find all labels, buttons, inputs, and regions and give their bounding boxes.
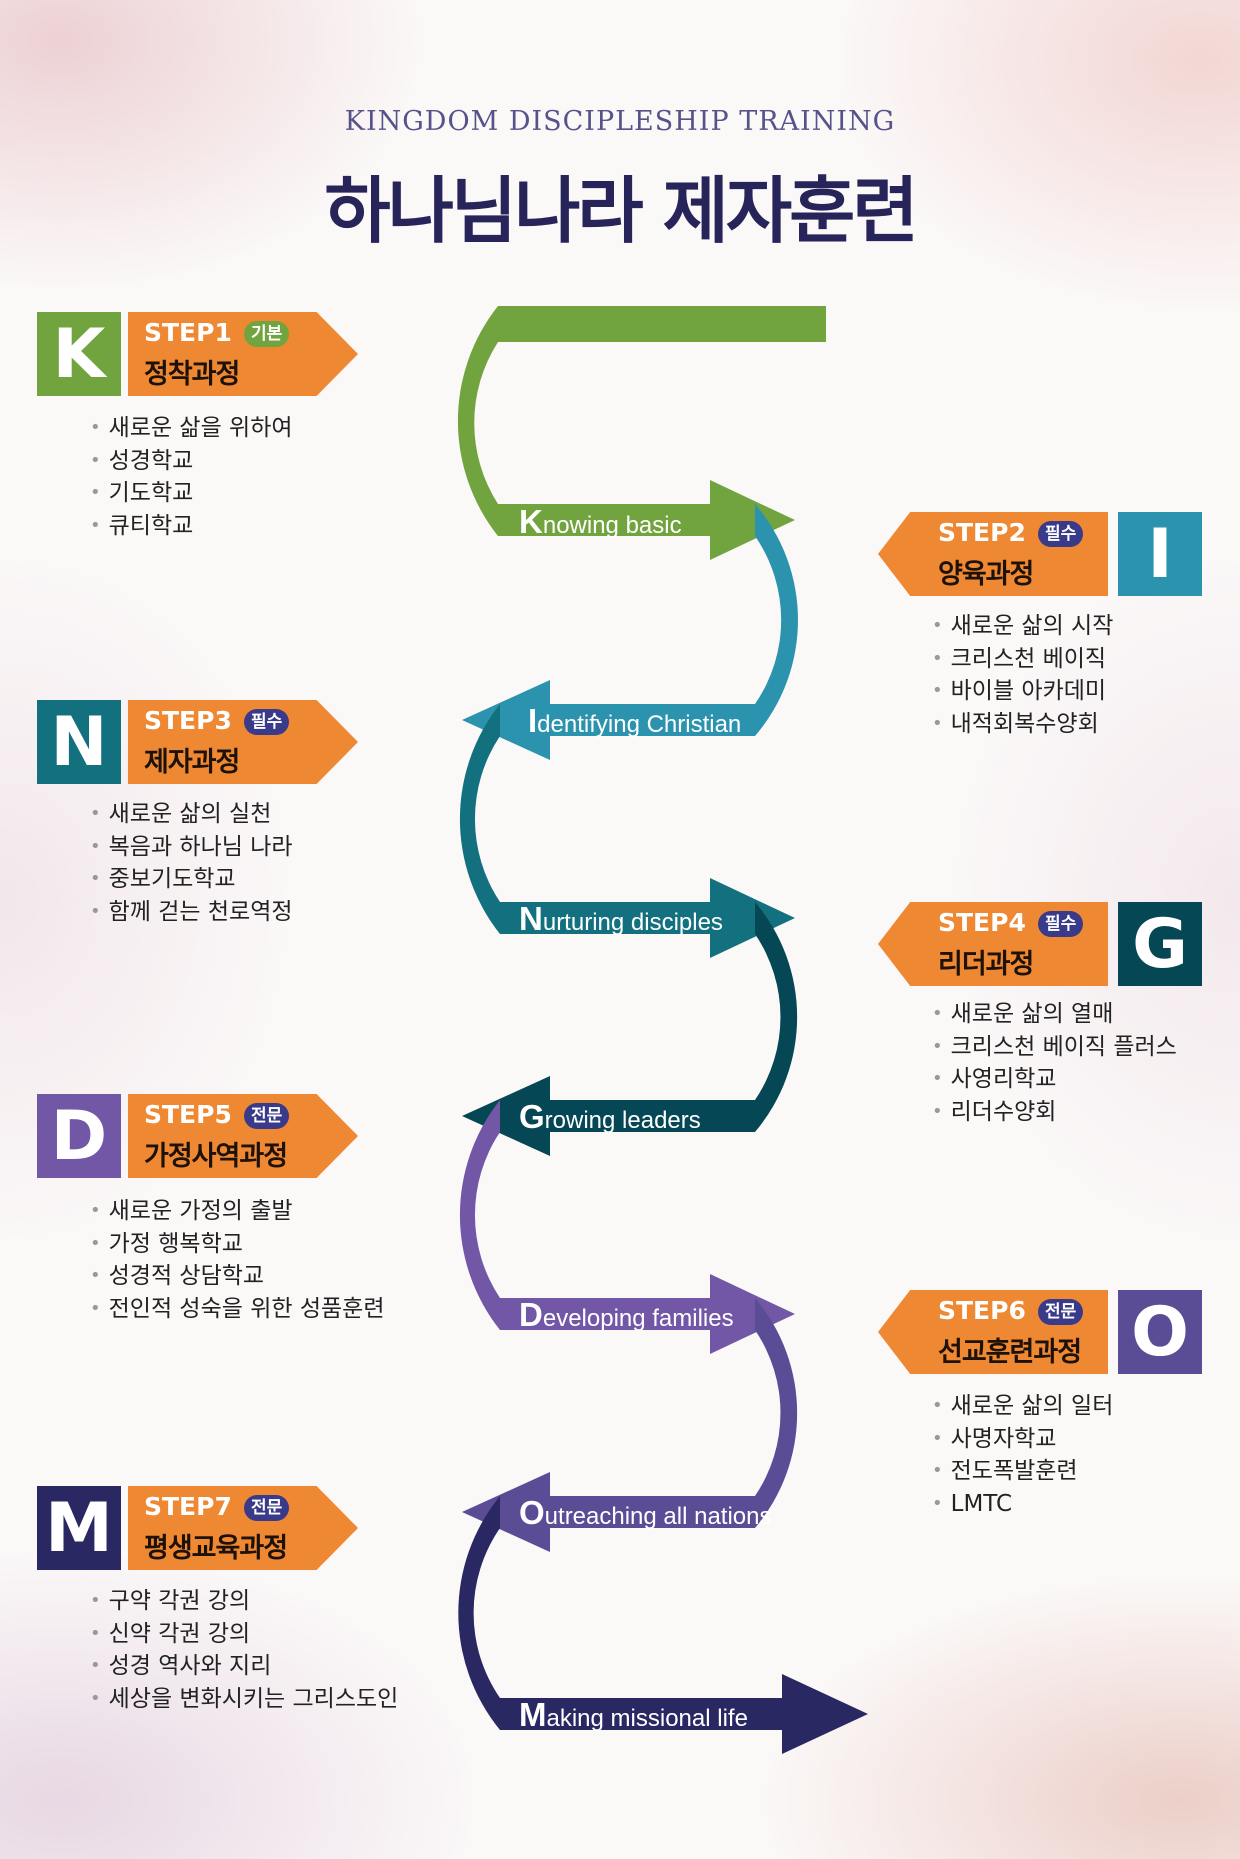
course-name: 양육과정: [938, 559, 1034, 590]
list-item: 크리스천 베이직 플러스: [932, 1031, 1177, 1064]
step-tag-1: STEP1 기본 정착과정: [128, 312, 358, 396]
letter-box-m: M: [37, 1486, 121, 1570]
list-item: 성경학교: [90, 445, 293, 478]
list-item: 중보기도학교: [90, 863, 293, 896]
step-items-6: 새로운 삶의 일터 사명자학교 전도폭발훈련 LMTC: [932, 1390, 1114, 1521]
list-item: 신약 각권 강의: [90, 1618, 398, 1651]
level-badge: 필수: [1038, 521, 1084, 547]
list-item: 기도학교: [90, 477, 293, 510]
path-label-n: Nurturing disciples: [519, 900, 723, 937]
list-item: 성경 역사와 지리: [90, 1650, 398, 1683]
list-item: 성경적 상담학교: [90, 1260, 384, 1293]
path-segment-i: [462, 504, 798, 760]
level-badge: 기본: [244, 321, 290, 347]
course-name: 가정사역과정: [144, 1141, 288, 1172]
path-label-i: Identifying Christian: [528, 702, 742, 739]
step-label: STEP4: [938, 908, 1026, 937]
list-item: 사명자학교: [932, 1423, 1113, 1456]
level-badge: 전문: [244, 1103, 290, 1129]
list-item: 가정 행복학교: [90, 1228, 384, 1261]
letter-box-d: D: [37, 1094, 121, 1178]
step-items-2: 새로운 삶의 시작 크리스천 베이직 바이블 아카데미 내적회복수양회: [932, 610, 1114, 741]
letter-box-i: I: [1118, 512, 1202, 596]
level-badge: 전문: [244, 1495, 290, 1521]
step-tag-5: STEP5 전문 가정사역과정: [128, 1094, 358, 1178]
path-segment-n: [459, 704, 795, 958]
list-item: 세상을 변화시키는 그리스도인: [90, 1683, 399, 1716]
step-tag-2: STEP2 필수 양육과정: [878, 512, 1108, 596]
list-item: 내적회복수양회: [932, 708, 1113, 741]
list-item: 새로운 가정의 출발: [90, 1195, 384, 1228]
course-name: 리더과정: [938, 949, 1034, 980]
course-name: 정착과정: [144, 359, 240, 390]
list-item: LMTC: [932, 1488, 1113, 1521]
path-label-d: Developing families: [519, 1296, 734, 1333]
path-segment-d: [459, 1100, 795, 1354]
list-item: 바이블 아카데미: [932, 675, 1113, 708]
step-tag-4: STEP4 필수 리더과정: [878, 902, 1108, 986]
step-label: STEP5: [144, 1100, 232, 1129]
list-item: 전인적 성숙을 위한 성품훈련: [90, 1293, 385, 1326]
step-items-1: 새로운 삶을 위하여 성경학교 기도학교 큐티학교: [90, 412, 293, 542]
list-item: 구약 각권 강의: [90, 1585, 398, 1618]
list-item: 복음과 하나님 나라: [90, 831, 293, 864]
course-name: 제자과정: [144, 747, 240, 778]
letter-box-n: N: [37, 700, 121, 784]
course-name: 평생교육과정: [144, 1533, 288, 1564]
letter-box-o: O: [1118, 1290, 1202, 1374]
list-item: 리더수양회: [932, 1096, 1177, 1129]
path-label-k: Knowing basic: [519, 503, 682, 540]
list-item: 새로운 삶의 일터: [932, 1390, 1114, 1423]
step-label: STEP3: [144, 706, 232, 735]
step-tag-3: STEP3 필수 제자과정: [128, 700, 358, 784]
path-segment-o: [462, 1298, 798, 1552]
list-item: 전도폭발훈련: [932, 1455, 1113, 1488]
path-segment-m: [458, 1496, 868, 1754]
level-badge: 필수: [1038, 911, 1084, 937]
page-title: 하나님나라 제자훈련: [324, 169, 918, 253]
path-label-m: Making missional life: [519, 1696, 748, 1733]
step-tag-6: STEP6 전문 선교훈련과정: [878, 1290, 1108, 1374]
list-item: 함께 걷는 천로역정: [90, 896, 293, 929]
step-tag-7: STEP7 전문 평생교육과정: [128, 1486, 358, 1570]
letter-box-k: K: [37, 312, 121, 396]
step-label: STEP6: [938, 1296, 1026, 1325]
list-item: 새로운 삶의 시작: [932, 610, 1114, 643]
step-label: STEP2: [938, 518, 1026, 547]
list-item: 새로운 삶을 위하여: [90, 412, 293, 445]
step-label: STEP7: [144, 1492, 232, 1521]
step-items-4: 새로운 삶의 열매 크리스천 베이직 플러스 사영리학교 리더수양회: [932, 998, 1177, 1128]
step-items-3: 새로운 삶의 실천 복음과 하나님 나라 중보기도학교 함께 걷는 천로역정: [90, 798, 293, 928]
step-label: STEP1: [144, 318, 232, 347]
level-badge: 전문: [1038, 1299, 1084, 1325]
path-segment-g: [462, 902, 798, 1156]
course-name: 선교훈련과정: [938, 1337, 1082, 1368]
subtitle: KINGDOM DISCIPLESHIP TRAINING: [344, 106, 896, 137]
path-label-g: Growing leaders: [519, 1098, 701, 1135]
list-item: 새로운 삶의 실천: [90, 798, 293, 831]
letter-box-g: G: [1118, 902, 1202, 986]
list-item: 새로운 삶의 열매: [932, 998, 1177, 1031]
step-items-5: 새로운 가정의 출발 가정 행복학교 성경적 상담학교 전인적 성숙을 위한 성…: [90, 1195, 385, 1326]
step-items-7: 구약 각권 강의 신약 각권 강의 성경 역사와 지리 세상을 변화시키는 그리…: [90, 1585, 399, 1716]
list-item: 크리스천 베이직: [932, 643, 1113, 676]
level-badge: 필수: [244, 709, 290, 735]
list-item: 사영리학교: [932, 1063, 1177, 1096]
list-item: 큐티학교: [90, 510, 293, 543]
path-segment-k: [457, 306, 826, 560]
path-label-o: Outreaching all nations: [519, 1494, 772, 1531]
